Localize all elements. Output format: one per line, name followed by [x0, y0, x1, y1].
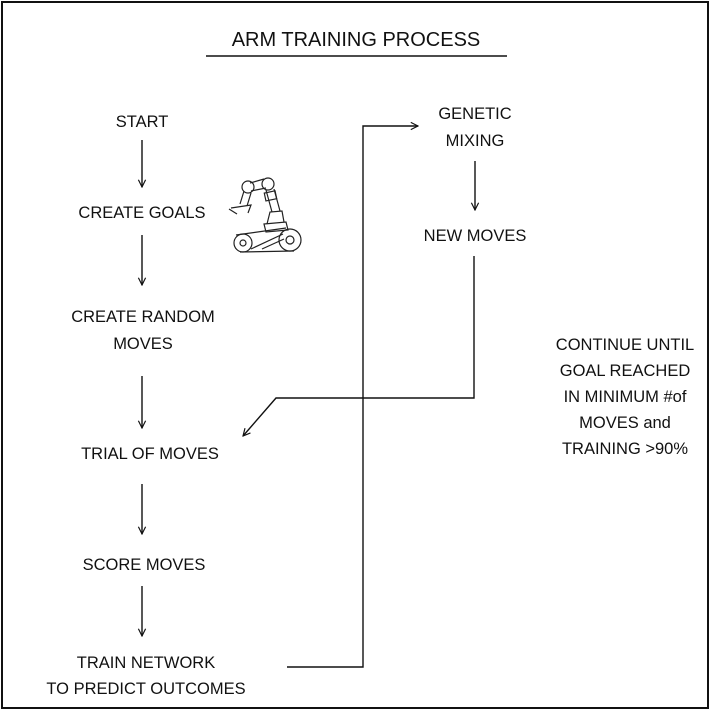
arrow-train-to-genetic-mixing — [287, 126, 418, 668]
step-train-network-line2: TO PREDICT OUTCOMES — [46, 680, 245, 698]
title-group: ARM TRAINING PROCESS — [206, 29, 507, 57]
step-score-moves: SCORE MOVES — [83, 556, 206, 574]
note-line-2: GOAL REACHED — [560, 362, 691, 380]
note-line-3: IN MINIMUM #of — [564, 388, 687, 406]
note-line-1: CONTINUE UNTIL — [556, 336, 694, 354]
step-genetic-mixing-line2: MIXING — [446, 132, 505, 150]
page-title: ARM TRAINING PROCESS — [232, 29, 481, 51]
stopping-criteria-note: CONTINUE UNTIL GOAL REACHED IN MINIMUM #… — [556, 336, 694, 458]
step-train-network-line1: TRAIN NETWORK — [77, 654, 215, 672]
arrow-new-moves-to-trial — [243, 256, 475, 436]
step-new-moves: NEW MOVES — [424, 227, 527, 245]
step-create-random-moves-line1: CREATE RANDOM — [71, 308, 215, 326]
step-genetic-mixing-line1: GENETIC — [438, 105, 511, 123]
step-create-goals: CREATE GOALS — [78, 204, 205, 222]
step-trial-of-moves: TRIAL OF MOVES — [81, 445, 219, 463]
note-line-4: MOVES and — [579, 414, 671, 432]
robot-arm-icon — [228, 177, 302, 253]
step-start: START — [116, 113, 169, 131]
step-create-random-moves-line2: MOVES — [113, 335, 173, 353]
note-line-5: TRAINING >90% — [562, 440, 688, 458]
